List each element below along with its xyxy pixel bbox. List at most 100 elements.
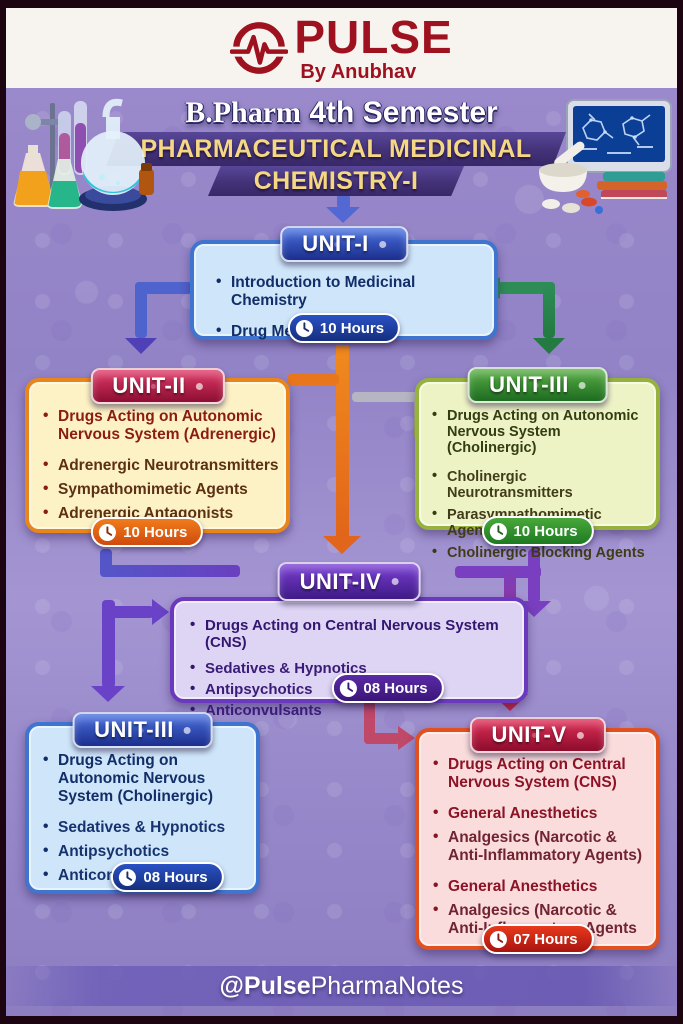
subject-banner-line2: CHEMISTRY-I <box>208 166 464 196</box>
unit1-header: UNIT-I <box>280 226 408 262</box>
unit4-topics: Drugs Acting on Central Nervous System (… <box>174 601 524 719</box>
logo-text: PULSE By Anubhav <box>294 14 452 82</box>
molecule-dot-icon <box>576 731 584 739</box>
unit3b-header: UNIT-III <box>72 712 213 748</box>
connector-segment <box>543 282 555 338</box>
unit2-header: UNIT-II <box>90 368 225 404</box>
unit3b-box: UNIT-III Drugs Acting on Autonomic Nervo… <box>25 712 260 894</box>
molecule-dot-icon <box>378 240 386 248</box>
topic-item: Anticonvulsants <box>190 701 518 719</box>
footer-handle-bold: @Pulse <box>219 971 311 1000</box>
topic-item: Sedatives & Hypnotics <box>190 659 518 677</box>
topic-item: Drugs Acting on Autonomic Nervous System… <box>43 407 280 444</box>
unit2-box: UNIT-II Drugs Acting on Autonomic Nervou… <box>25 368 290 547</box>
arrowhead-down-icon <box>125 338 157 354</box>
arrowhead-down-icon <box>91 686 125 702</box>
connector-segment <box>528 549 540 603</box>
clock-icon <box>119 868 137 886</box>
unit5-header: UNIT-V <box>469 717 606 753</box>
unit3-box: UNIT-III Drugs Acting on Autonomic Nervo… <box>415 367 660 561</box>
main-canvas: B.Pharm 4th Semester PHARMACEUTICAL MEDI… <box>6 88 677 1016</box>
clock-icon <box>339 679 357 697</box>
unit1-box: UNIT-I Introduction to Medicinal Chemist… <box>190 226 498 343</box>
footer-handle-rest: PharmaNotes <box>310 971 464 1000</box>
unit5-hours-badge: 07 Hours <box>481 924 594 954</box>
unit1-title: UNIT-I <box>302 231 369 256</box>
topic-item: Drugs Acting on Autonomic Nervous System… <box>43 751 252 806</box>
connector-segment <box>135 282 192 294</box>
unit4-hours-badge: 08 Hours <box>331 673 444 703</box>
unit3-header: UNIT-III <box>467 367 608 403</box>
hours-label: 08 Hours <box>143 868 208 886</box>
connector-segment <box>100 565 240 577</box>
unit3-hours-badge: 10 Hours <box>481 516 594 546</box>
connector-segment <box>498 282 555 294</box>
clock-icon <box>489 930 507 948</box>
hours-label: 07 Hours <box>513 930 578 948</box>
arrowhead-down-icon <box>533 338 565 354</box>
topic-item: General Anesthetics <box>433 877 652 896</box>
course-semester: 4th Semester <box>309 96 498 129</box>
course-name: B.Pharm <box>185 96 302 129</box>
topic-item: Drugs Acting on Autonomic Nervous System… <box>432 407 652 456</box>
brand-byline: By Anubhav <box>300 61 417 83</box>
unit4-header: UNIT-IV <box>277 562 421 601</box>
unit2-title: UNIT-II <box>112 373 186 398</box>
arrowhead-down-icon <box>323 536 361 554</box>
molecule-dot-icon <box>578 381 586 389</box>
clock-icon <box>489 522 507 540</box>
connector-segment <box>455 566 541 578</box>
brand-name: PULSE <box>294 11 453 63</box>
topic-item: Cholinergic Blocking Agents <box>432 544 652 561</box>
topic-item: Cholinergic Neurotransmitters <box>432 468 652 501</box>
unit3b-title: UNIT-III <box>94 717 174 742</box>
topic-item: General Anesthetics <box>433 804 652 823</box>
unit3b-hours-badge: 08 Hours <box>111 862 224 892</box>
unit5-title: UNIT-V <box>491 722 567 747</box>
pulse-logo: PULSE By Anubhav <box>230 14 452 82</box>
computer-mortar-books-illustration <box>539 99 672 214</box>
hours-label: 10 Hours <box>319 319 385 337</box>
topic-item: Sedatives & Hypnotics <box>43 818 252 837</box>
arrowhead-right-icon <box>152 599 169 625</box>
topic-item: Antipsychotics <box>43 842 252 861</box>
unit2-hours-badge: 10 Hours <box>91 517 204 547</box>
connector-segment <box>287 374 339 385</box>
clock-icon <box>295 319 313 337</box>
topic-item: Introduction to Medicinal Chemistry <box>216 273 484 310</box>
connector-segment <box>364 733 400 744</box>
unit1-hours-badge: 10 Hours <box>287 313 401 343</box>
unit3-title: UNIT-III <box>489 372 569 397</box>
unit5-box: UNIT-V Drugs Acting on Central Nervous S… <box>415 717 660 954</box>
topic-item: Drugs Acting on Central Nervous System (… <box>433 755 652 792</box>
lab-glassware-illustration <box>13 98 154 211</box>
connector-segment <box>352 392 424 402</box>
logo-bar: PULSE By Anubhav <box>6 8 677 88</box>
hours-label: 10 Hours <box>513 522 578 540</box>
connector-segment <box>135 282 147 338</box>
molecule-dot-icon <box>391 578 399 585</box>
connector-segment <box>102 600 115 688</box>
molecule-dot-icon <box>183 726 191 734</box>
connector-segment <box>336 345 349 538</box>
heartbeat-pulse-icon <box>230 22 289 74</box>
unit4-box: UNIT-IV Drugs Acting on Central Nervous … <box>170 562 528 719</box>
arrowhead-down-icon <box>326 207 360 223</box>
connector-segment <box>364 698 375 744</box>
subject-banner-line1: PHARMACEUTICAL MEDICINAL <box>106 132 566 166</box>
clock-icon <box>99 523 117 541</box>
hours-label: 10 Hours <box>123 523 188 541</box>
course-title: B.Pharm 4th Semester <box>6 96 677 130</box>
topic-item: Drugs Acting on Central Nervous System (… <box>190 616 518 651</box>
connector-segment <box>102 606 154 618</box>
topic-item: Sympathomimetic Agents <box>43 480 280 499</box>
topic-item: Adrenergic Neurotransmitters <box>43 456 280 475</box>
topic-item: Analgesics (Narcotic & Anti-Inflammatory… <box>433 828 652 865</box>
unit4-title: UNIT-IV <box>299 568 382 594</box>
unit5-topics: Drugs Acting on Central Nervous System (… <box>419 732 656 938</box>
topic-item: Antipsychotics <box>190 680 518 698</box>
hours-label: 08 Hours <box>363 679 428 697</box>
arrowhead-right-icon <box>398 726 415 750</box>
